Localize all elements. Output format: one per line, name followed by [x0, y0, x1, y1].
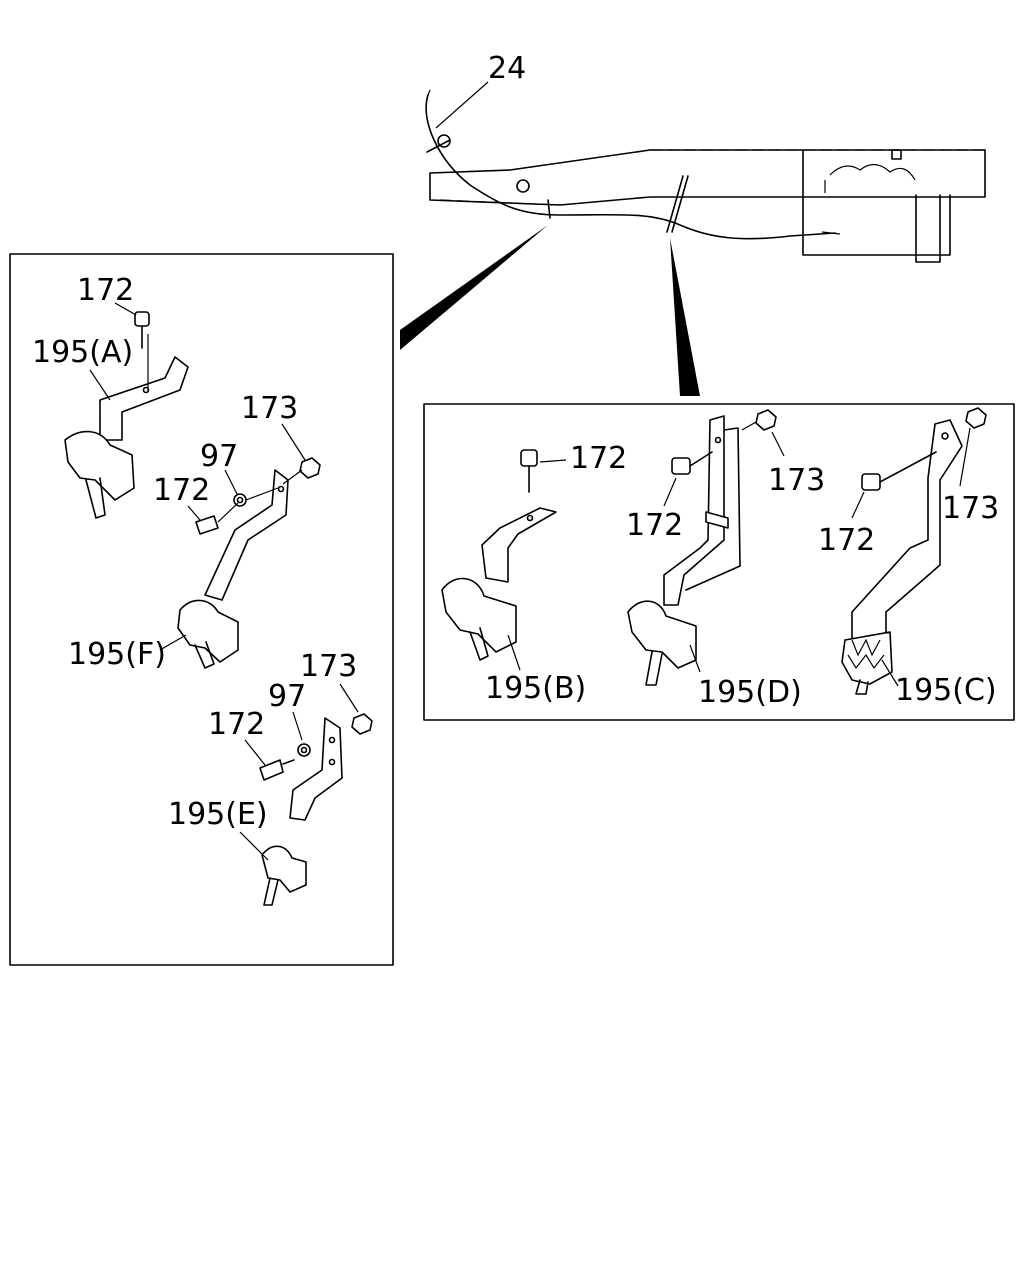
callout-wedge-right	[670, 238, 700, 396]
clip-195d	[627, 409, 777, 686]
label-195a: 195(A)	[32, 335, 133, 370]
label-173-e: 173	[300, 649, 357, 684]
label-173-c: 173	[942, 491, 999, 526]
clip-195c	[841, 407, 987, 695]
clip-195b	[441, 449, 557, 661]
label-172-c: 172	[818, 523, 875, 558]
label-97-f: 97	[200, 439, 238, 474]
callout-wedge-left	[400, 225, 548, 350]
label-195e: 195(E)	[168, 797, 268, 832]
detail-box-left	[9, 253, 394, 966]
label-173-d: 173	[768, 463, 825, 498]
label-172-f: 172	[153, 473, 210, 508]
clip-195a	[64, 311, 189, 519]
label-97-e: 97	[268, 679, 306, 714]
label-195b: 195(B)	[485, 671, 586, 706]
label-harness-24: 24	[488, 51, 526, 86]
label-195d: 195(D)	[698, 675, 802, 710]
label-195f: 195(F)	[68, 637, 166, 672]
label-172-d: 172	[626, 508, 683, 543]
clip-195e	[259, 713, 373, 906]
frame-assembly: 24	[400, 51, 986, 396]
label-172-a: 172	[77, 273, 134, 308]
clip-195f	[177, 457, 321, 669]
label-172-b: 172	[570, 441, 627, 476]
label-195c: 195(C)	[895, 673, 997, 708]
label-172-e: 172	[208, 707, 265, 742]
detail-box-right	[423, 403, 1015, 721]
label-173-f: 173	[241, 391, 298, 426]
